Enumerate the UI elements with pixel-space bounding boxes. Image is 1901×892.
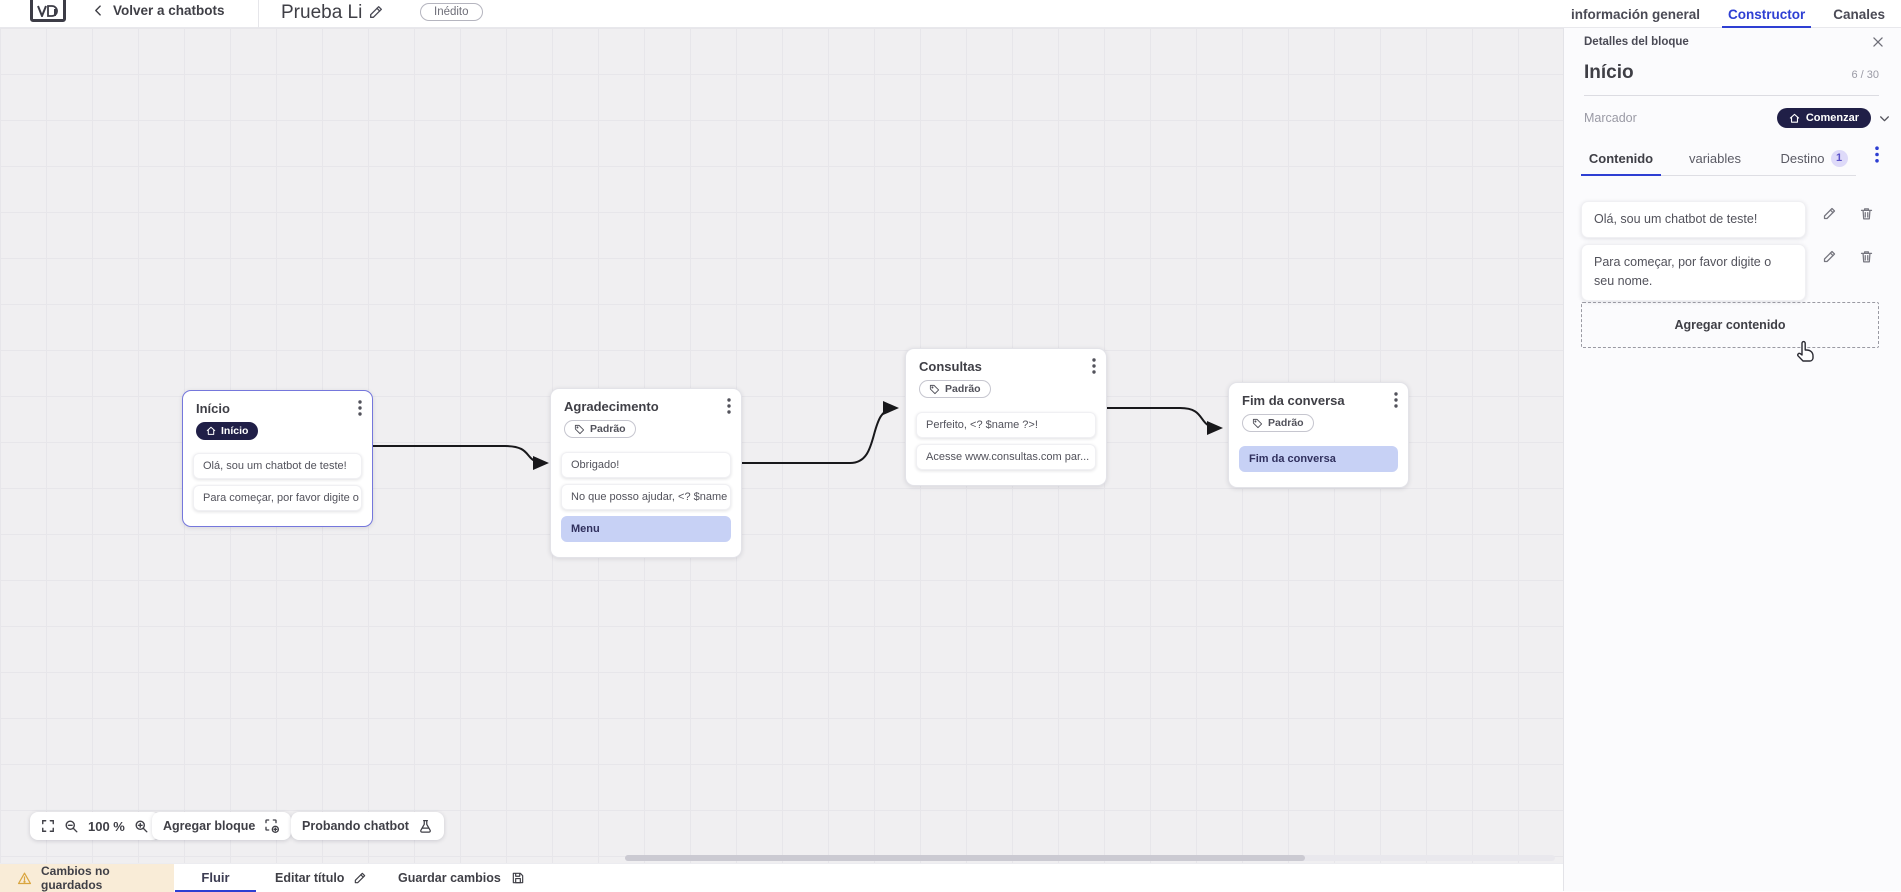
- node-menu-icon[interactable]: [727, 398, 731, 414]
- back-to-chatbots-button[interactable]: Volver a chatbots: [92, 3, 225, 18]
- flow-canvas[interactable]: Início Início Olá, sou um chatbot de tes…: [0, 28, 1563, 863]
- fullscreen-icon[interactable]: [41, 819, 55, 833]
- node-menu-icon[interactable]: [1092, 358, 1096, 374]
- horizontal-scrollbar[interactable]: [625, 855, 1555, 861]
- top-bar: Volver a chatbots Prueba Li Inédito info…: [0, 0, 1901, 28]
- home-icon: [1789, 113, 1800, 124]
- add-block-label: Agregar bloque: [163, 819, 256, 833]
- panel-title: Detalles del bloque: [1584, 36, 1689, 48]
- marker-select[interactable]: Comenzar: [1776, 108, 1891, 128]
- node-type-badge: Padrão: [1242, 414, 1314, 432]
- tag-icon: [1252, 418, 1263, 429]
- flow-title: Prueba Li: [281, 2, 363, 23]
- tab-constructor[interactable]: Constructor: [1722, 0, 1812, 28]
- tab-destino[interactable]: Destino 1: [1775, 141, 1853, 175]
- save-changes-button[interactable]: Guardar cambios: [398, 864, 525, 892]
- horizontal-scrollbar-thumb[interactable]: [625, 855, 1305, 861]
- node-title: Fim da conversa: [1242, 392, 1345, 408]
- tab-fluir[interactable]: Fluir: [175, 864, 256, 892]
- edit-title-label: Editar título: [275, 871, 345, 885]
- node-fim-da-conversa[interactable]: Fim da conversa Padrão Fim da conversa: [1228, 382, 1409, 488]
- char-counter: 6 / 30: [1851, 69, 1879, 81]
- delete-content-icon[interactable]: [1859, 249, 1874, 264]
- tab-informacion-general[interactable]: información general: [1571, 6, 1701, 22]
- tab-variables[interactable]: variables: [1688, 150, 1742, 166]
- warning-icon: [17, 871, 32, 886]
- node-agradecimento[interactable]: Agradecimento Padrão Obrigado! No que pos…: [550, 388, 742, 558]
- node-row[interactable]: Menu: [561, 515, 731, 542]
- status-bar: Cambios no guardados Fluir Editar título…: [0, 863, 1563, 892]
- node-type-badge: Padrão: [919, 380, 991, 398]
- node-row[interactable]: Acesse www.consultas.com par...: [916, 443, 1096, 470]
- node-menu-icon[interactable]: [358, 400, 362, 416]
- node-row[interactable]: Para começar, por favor digite o ...: [193, 485, 362, 511]
- chevron-down-icon: [1878, 112, 1891, 125]
- node-type-badge: Início: [196, 422, 259, 440]
- node-title: Consultas: [919, 358, 982, 374]
- save-icon: [511, 871, 525, 885]
- zoom-in-icon[interactable]: [134, 819, 149, 834]
- top-tabs: información general Constructor Canales: [1571, 0, 1885, 28]
- tab-canales[interactable]: Canales: [1833, 6, 1886, 22]
- node-row[interactable]: Perfeito, <? $name ?>!: [916, 411, 1096, 438]
- tabs-divider: [1581, 175, 1856, 176]
- zoom-level: 100 %: [88, 818, 125, 834]
- zoom-out-icon[interactable]: [64, 819, 79, 834]
- marker-value-pill: Comenzar: [1776, 108, 1871, 128]
- panel-options-icon[interactable]: [1875, 146, 1879, 163]
- content-card[interactable]: Para começar, por favor digite o seu nom…: [1581, 244, 1806, 301]
- node-row[interactable]: No que posso ajudar, <? $name ...: [561, 483, 731, 510]
- content-card[interactable]: Olá, sou um chatbot de teste!: [1581, 201, 1806, 239]
- node-type-badge: Padrão: [564, 420, 636, 438]
- delete-content-icon[interactable]: [1859, 206, 1874, 221]
- unsaved-label: Cambios no guardados: [41, 864, 110, 892]
- node-consultas[interactable]: Consultas Padrão Perfeito, <? $name ?>! A…: [905, 348, 1107, 486]
- edit-title-icon[interactable]: [368, 4, 384, 20]
- panel-tabs: Contenido variables Destino 1: [1581, 141, 1887, 175]
- node-row[interactable]: Obrigado!: [561, 451, 731, 478]
- edit-title-button[interactable]: Editar título: [275, 864, 367, 892]
- node-title: Início: [196, 400, 230, 416]
- add-block-icon: [264, 818, 280, 834]
- destino-count-badge: 1: [1830, 149, 1848, 167]
- save-label: Guardar cambios: [398, 871, 501, 885]
- edit-content-icon[interactable]: [1822, 249, 1837, 264]
- test-chatbot-label: Probando chatbot: [302, 819, 409, 833]
- node-inicio[interactable]: Início Início Olá, sou um chatbot de tes…: [182, 390, 373, 527]
- home-icon: [206, 426, 216, 436]
- edit-content-icon[interactable]: [1822, 206, 1837, 221]
- close-icon[interactable]: [1871, 35, 1885, 49]
- tag-icon: [929, 384, 940, 395]
- zoom-controls: 100 %: [30, 812, 160, 840]
- marker-label: Marcador: [1584, 111, 1637, 125]
- app-logo-icon: [30, 0, 66, 22]
- back-label: Volver a chatbots: [113, 3, 225, 18]
- tab-contenido[interactable]: Contenido: [1588, 150, 1654, 166]
- node-menu-icon[interactable]: [1394, 392, 1398, 408]
- pencil-icon: [353, 871, 367, 885]
- block-name-input[interactable]: Início: [1584, 62, 1634, 83]
- status-badge: Inédito: [420, 3, 483, 21]
- chevron-left-icon: [92, 4, 105, 17]
- test-chatbot-button[interactable]: Probando chatbot: [291, 812, 444, 840]
- node-row[interactable]: Fim da conversa: [1239, 445, 1398, 472]
- block-details-panel: Detalles del bloque Início 6 / 30 Marcad…: [1563, 28, 1901, 891]
- add-content-button[interactable]: Agregar contenido: [1581, 302, 1879, 348]
- active-tab-underline: [1581, 174, 1661, 176]
- flask-icon: [418, 819, 433, 834]
- unsaved-changes-chip: Cambios no guardados: [0, 864, 174, 892]
- tag-icon: [574, 424, 585, 435]
- node-title: Agradecimento: [564, 398, 659, 414]
- topbar-divider: [258, 0, 259, 28]
- node-row[interactable]: Olá, sou um chatbot de teste!: [193, 453, 362, 479]
- add-block-button[interactable]: Agregar bloque: [152, 812, 292, 840]
